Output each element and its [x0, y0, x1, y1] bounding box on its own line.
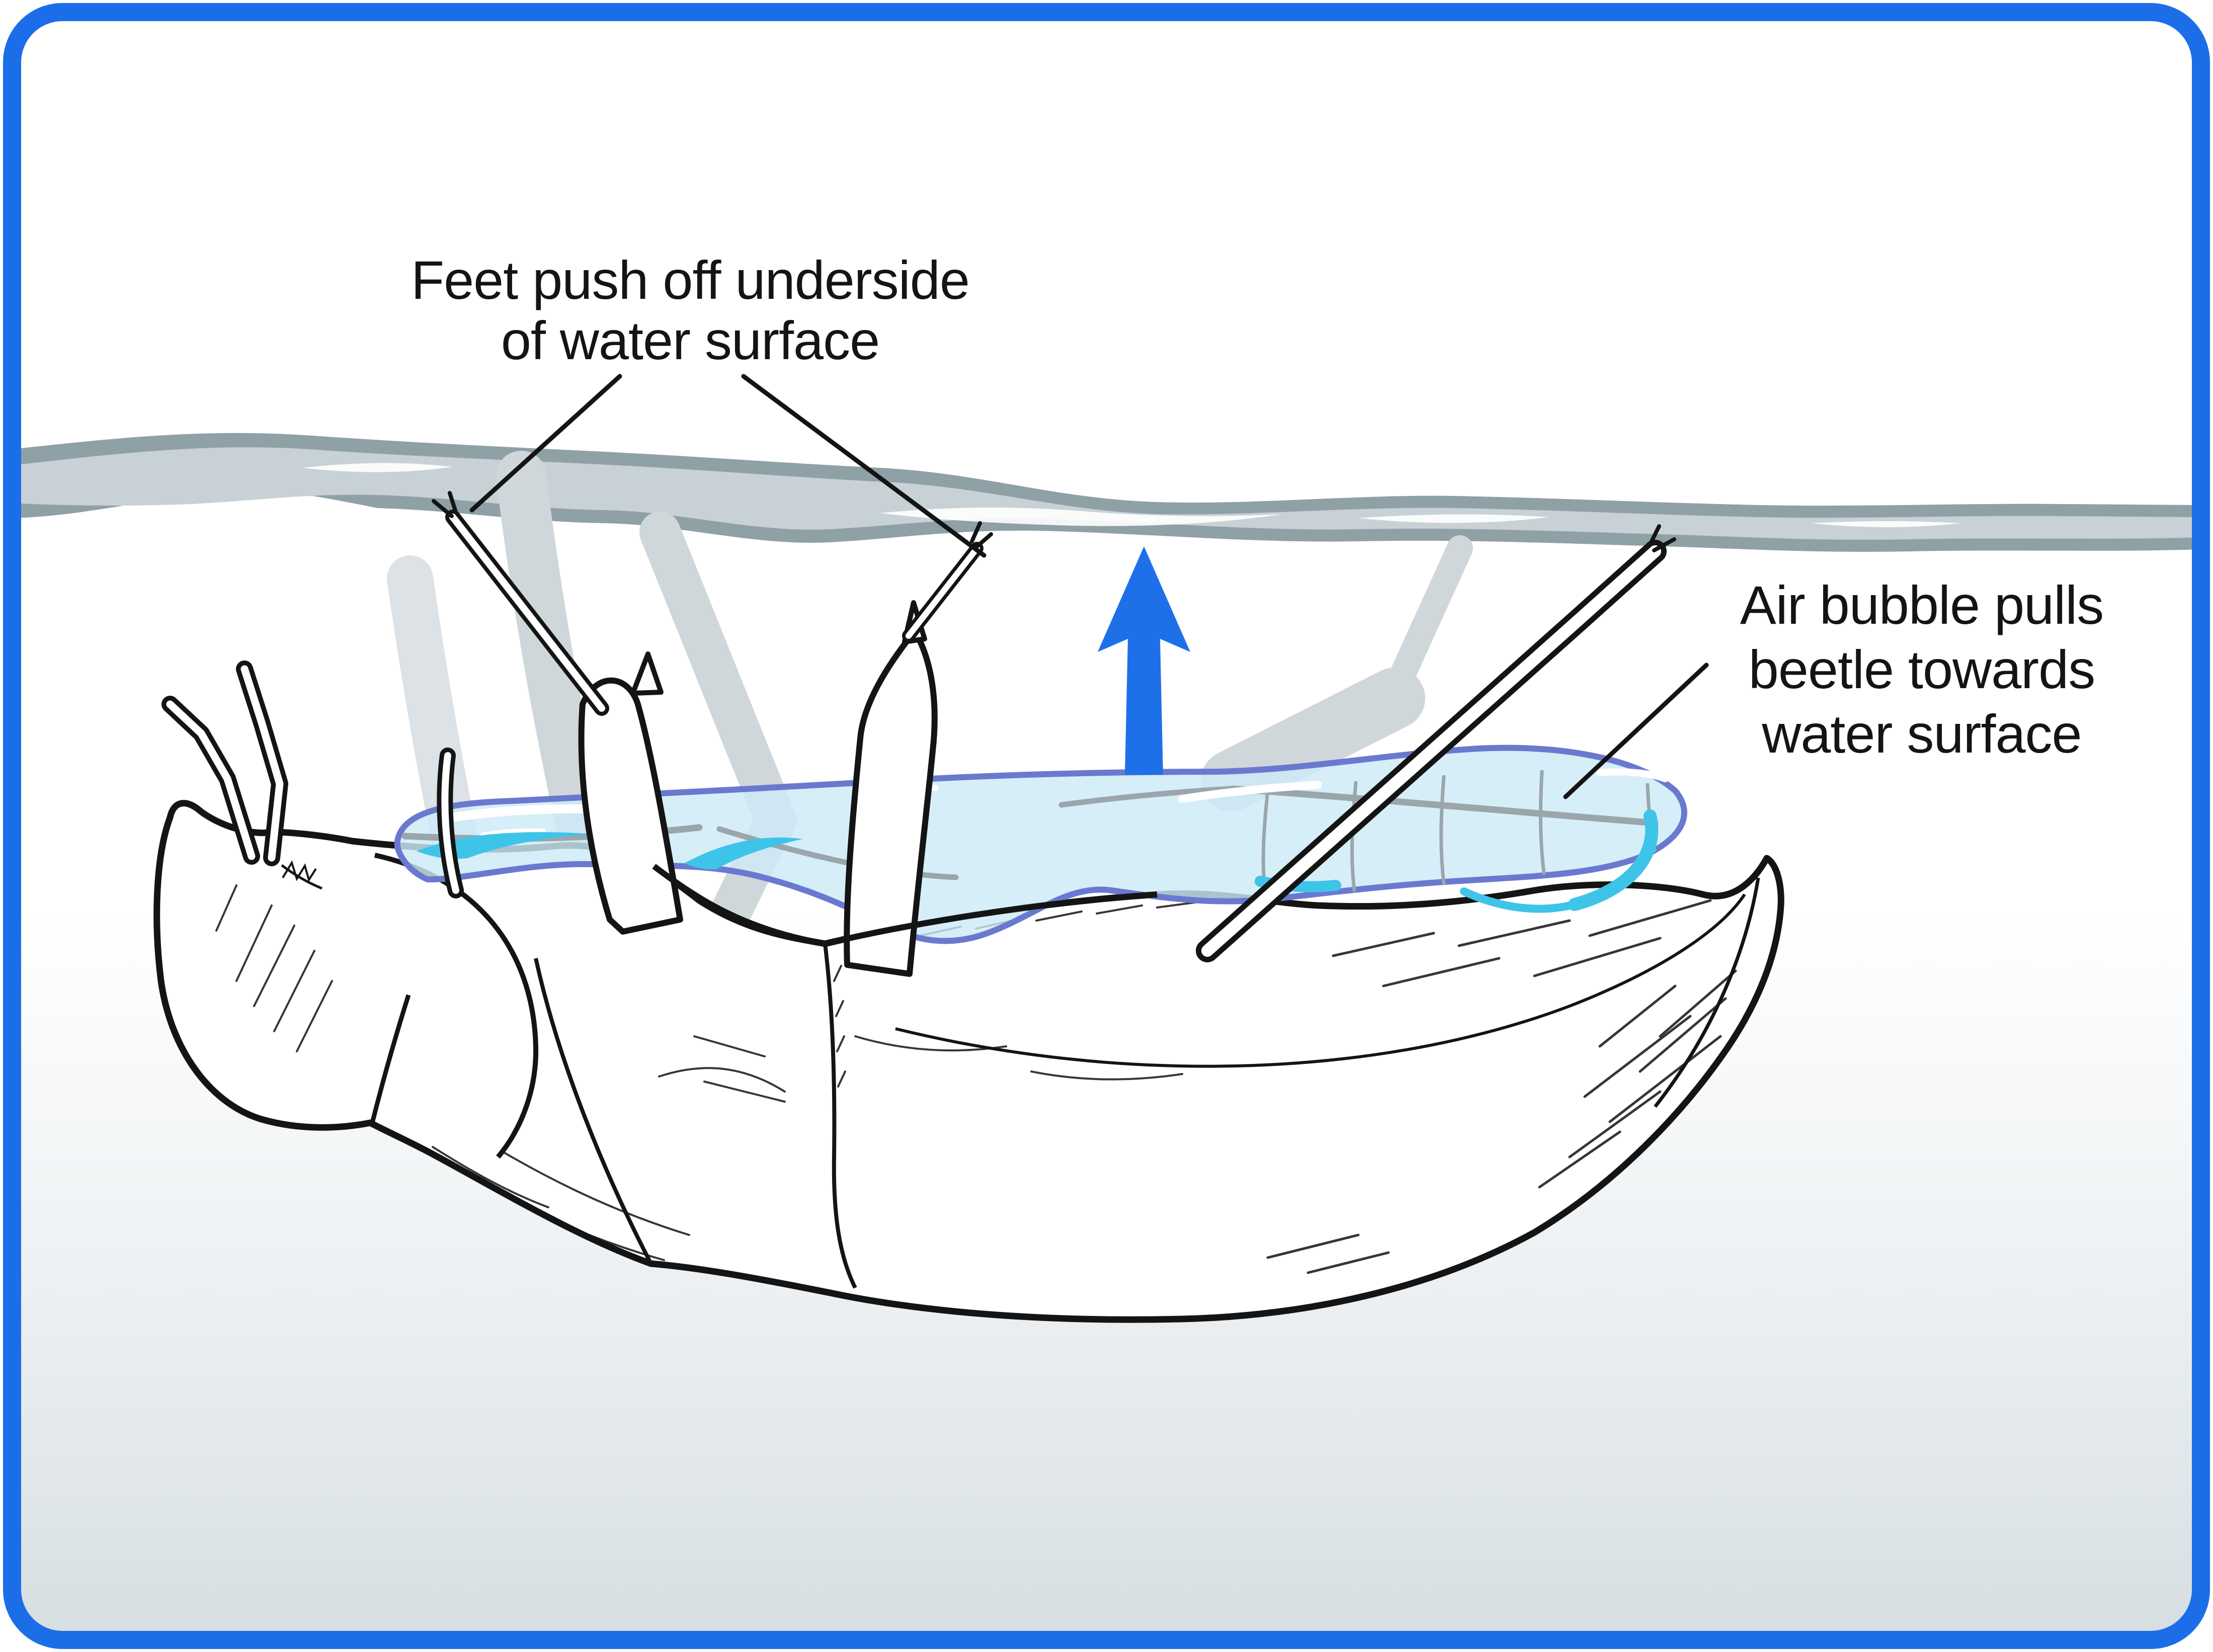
label-feet: Feet push off underside of water surface — [411, 250, 970, 371]
head-crease — [369, 994, 411, 1126]
antenna — [161, 696, 260, 865]
elytron-edge-line — [895, 893, 1746, 1068]
label-feet-line2: of water surface — [501, 310, 879, 371]
label-feet-line1: Feet push off underside — [411, 250, 969, 310]
front-leg — [437, 748, 464, 898]
label-air-line3: water surface — [1761, 703, 2081, 764]
beetle-legs — [161, 491, 1676, 977]
mouthpart-detail — [282, 860, 317, 882]
up-arrow-icon — [1098, 546, 1190, 775]
leader-lines — [469, 374, 1709, 799]
body-hatching — [215, 884, 1183, 1261]
label-air-line2: beetle towards — [1749, 639, 2095, 700]
pronotum-divider — [534, 958, 653, 1265]
head-detail — [281, 864, 322, 890]
water-highlight — [1358, 514, 1549, 523]
frame-border — [3, 3, 2210, 1649]
water-highlight — [302, 463, 453, 472]
coxa-circle — [374, 853, 539, 1159]
hind-leg — [1196, 524, 1676, 962]
middle-leg-tarsus — [432, 491, 609, 716]
leader-line-feet-left — [469, 374, 622, 513]
antenna — [236, 660, 288, 866]
body-top-edge — [652, 864, 1158, 947]
water-highlight — [1811, 521, 1962, 527]
water-highlight — [880, 507, 1283, 526]
leader-line-air-bubble — [1563, 663, 1709, 799]
bubble-cyan-accents — [417, 809, 1659, 913]
elytra-suture — [823, 943, 857, 1289]
leg-spur — [630, 651, 664, 696]
rear-hatching — [1266, 899, 1737, 1274]
label-air-line1: Air bubble pulls — [1740, 574, 2103, 635]
middle-leg-tarsus — [902, 521, 993, 642]
water-surface-fill — [12, 447, 2201, 540]
label-air-bubble: Air bubble pulls beetle towards water su… — [1740, 574, 2104, 764]
leader-line-feet-right — [741, 374, 987, 558]
rear-fold-line — [1654, 877, 1760, 1108]
water-surface — [12, 433, 2201, 552]
